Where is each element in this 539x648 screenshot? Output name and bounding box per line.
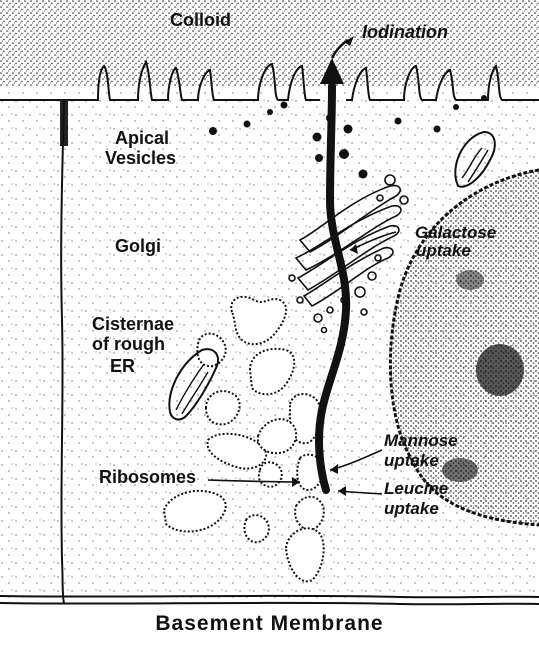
- mannose-label-line1: Mannose: [384, 431, 458, 450]
- apical-vesicles-label-line2: Vesicles: [105, 148, 176, 168]
- colloid-label: Colloid: [170, 10, 231, 30]
- ribosomes-label: Ribosomes: [99, 467, 196, 487]
- iodination-label: Iodination: [362, 22, 448, 42]
- cisternae-label-line3: ER: [110, 356, 135, 376]
- colloid-region: [0, 0, 539, 86]
- galactose-label-line1: Galactose: [415, 223, 496, 242]
- apical-vesicles-label-line1: Apical: [115, 128, 169, 148]
- galactose-label-line2: uptake: [416, 241, 471, 260]
- golgi-label: Golgi: [115, 236, 161, 256]
- mannose-label-line2: uptake: [384, 451, 439, 470]
- leucine-label-line2: uptake: [384, 499, 439, 518]
- leucine-label-line1: Leucine: [384, 479, 448, 498]
- basement-membrane-label: Basement Membrane: [0, 612, 539, 636]
- cisternae-label-line2: of rough: [92, 334, 165, 354]
- cisternae-label-line1: Cisternae: [92, 314, 174, 334]
